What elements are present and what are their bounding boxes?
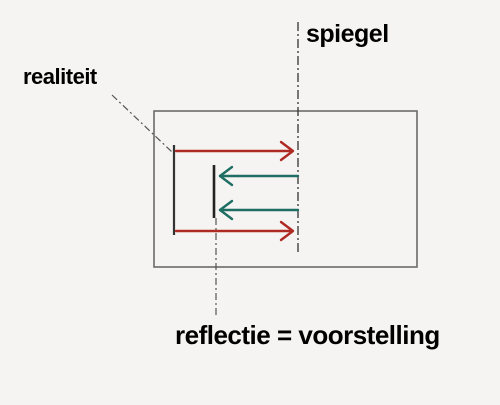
red-arrow-bottom — [174, 220, 295, 242]
green-arrow-top — [218, 165, 300, 187]
red-arrow-top — [174, 140, 295, 162]
reality-leader-line — [111, 94, 173, 153]
reflection-label: reflectie = voorstelling — [175, 320, 440, 350]
frame-rectangle — [153, 110, 418, 268]
mirror-label: spiegel — [306, 20, 389, 48]
green-arrow-bottom — [218, 199, 300, 221]
reality-label: realiteit — [23, 64, 97, 89]
